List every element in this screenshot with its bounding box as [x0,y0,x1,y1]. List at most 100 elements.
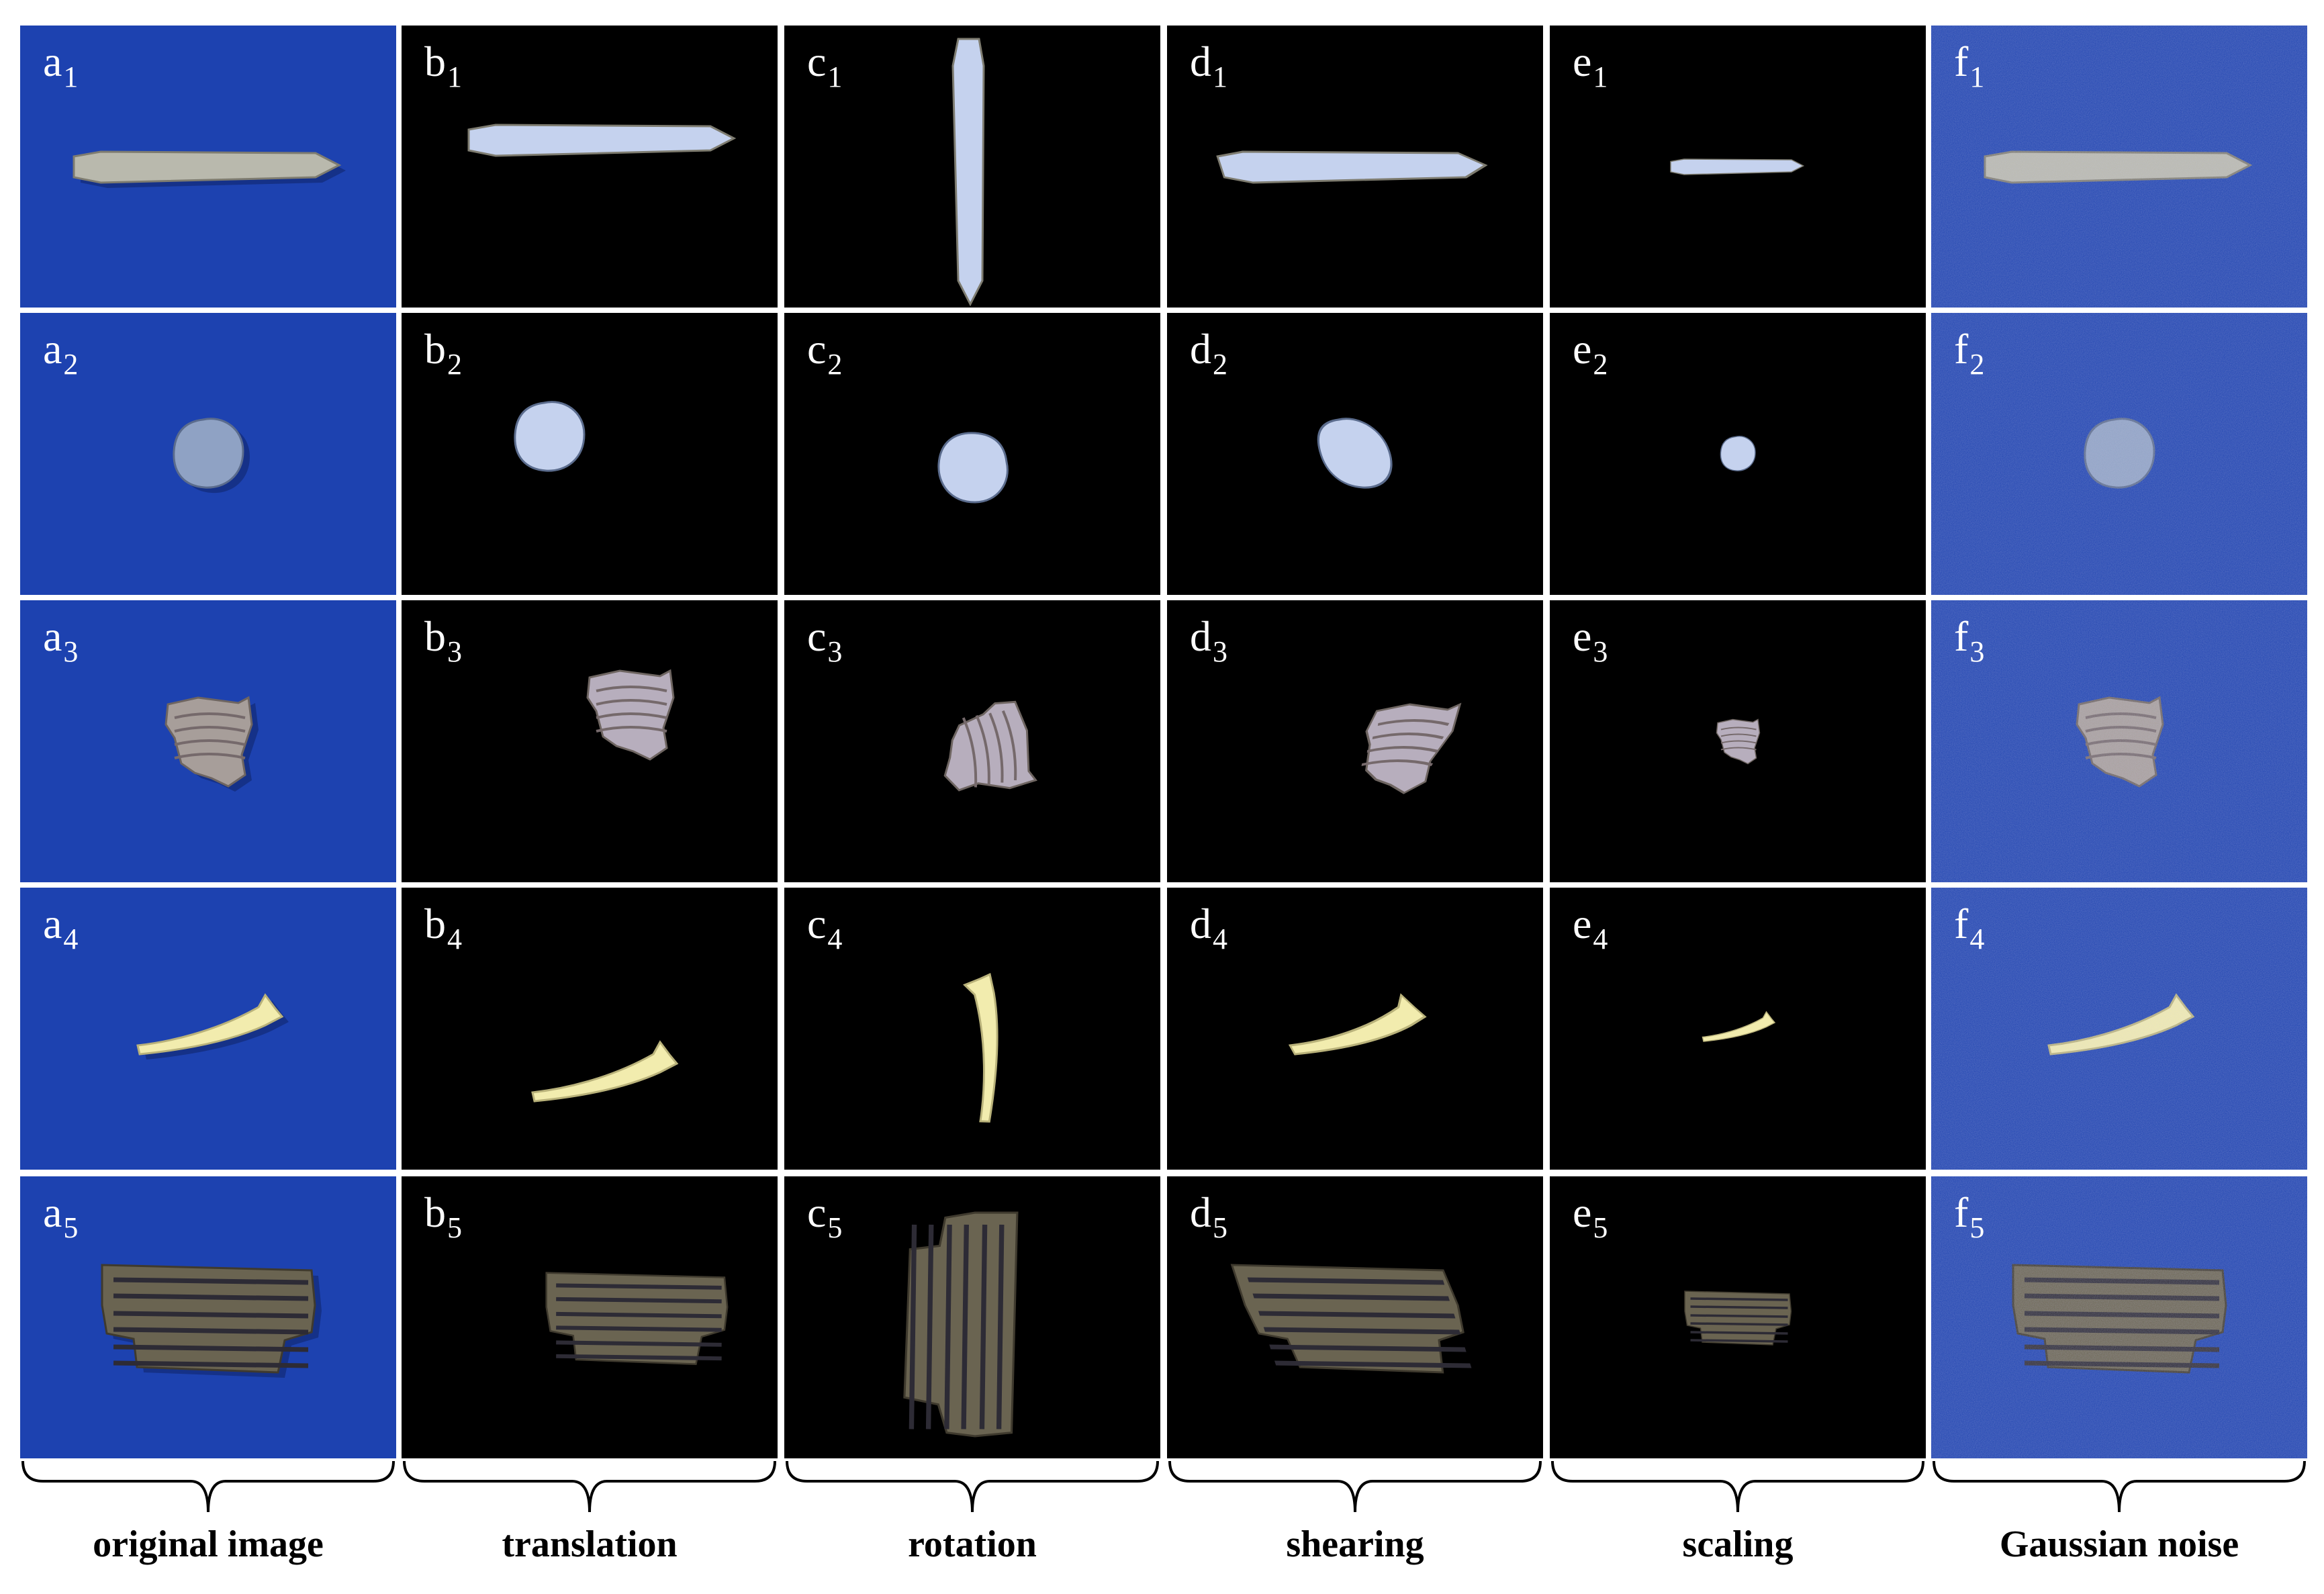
specimen-elongated-fragment [467,124,737,157]
tile-label-letter: c [807,325,827,373]
tile-label-letter: d [1190,1188,1211,1236]
image-tile-b1: b1 [402,26,778,308]
image-tile-b4: b4 [402,888,778,1170]
specimen-round-pellet [1720,436,1756,471]
tile-label-letter: a [43,1188,62,1236]
tile-label-index: 5 [1593,1211,1608,1244]
tile-label: d3 [1190,615,1227,667]
tile-label-letter: b [424,900,446,947]
tile-label: e2 [1573,325,1608,379]
tile-label-letter: f [1954,900,1969,947]
specimen-round-pellet [173,418,250,494]
tile-label-index: 2 [447,348,462,381]
tile-label-index: 5 [447,1211,462,1244]
image-tile-f4: f4 [1931,888,2307,1170]
tile-label: a5 [43,1188,78,1243]
specimen-elongated-fragment [1670,158,1805,175]
tile-label-index: 5 [1213,1211,1227,1244]
specimen-image [1288,993,1427,1056]
image-tile-b5: b5 [402,1176,778,1458]
tile-label-letter: e [1573,325,1592,373]
tile-label: b1 [424,38,462,92]
tile-label: c3 [807,612,842,667]
specimen-curved-fragment [962,972,998,1123]
image-tile-f1: f1 [1931,26,2307,308]
specimen-ridged-fragment [586,669,675,761]
tile-label-letter: b [424,325,446,373]
tile-label-index: 1 [447,60,462,93]
tile-label-index: 1 [1213,60,1227,93]
specimen-image [1702,1011,1776,1042]
specimen-segmented-fragment [1684,1291,1792,1346]
specimen-ridged-fragment [1716,718,1761,765]
tile-label: b3 [424,612,462,667]
image-tile-e3: e3 [1550,600,1926,882]
tile-label: c2 [807,325,842,379]
tile-label: e1 [1573,38,1608,92]
specimen-ridged-fragment [165,696,259,792]
specimen-ridged-fragment [943,700,1037,792]
specimen-image [943,700,1037,792]
tile-label-letter: b [424,38,446,85]
specimen-segmented-fragment [903,1211,1019,1438]
image-tile-a5: a5 [20,1176,396,1458]
specimen-image [1931,600,2307,882]
tile-label-index: 1 [827,60,843,93]
image-tile-d3: d3 [1167,600,1543,882]
specimen-elongated-fragment [1216,150,1488,184]
specimen-image [531,1040,679,1103]
tile-label-index: 3 [447,635,462,668]
specimen-image [1230,1264,1472,1374]
tile-label-letter: b [424,1188,446,1236]
column-brace [1551,1460,1924,1513]
specimen-round-pellet [937,432,1009,504]
tile-label-index: 5 [827,1211,843,1244]
specimen-image [962,972,998,1123]
tile-label-letter: b [424,612,446,660]
image-tile-b2: b2 [402,313,778,595]
tile-label-letter: e [1573,38,1592,85]
image-tile-c4: c4 [784,888,1160,1170]
tile-label-index: 4 [63,923,79,955]
tile-label-letter: e [1573,1188,1592,1236]
tile-label-index: 1 [63,60,79,93]
specimen-ridged-fragment [1361,702,1462,794]
tile-label-letter: e [1573,900,1592,947]
tile-label-index: 4 [1969,923,1985,955]
tile-label-letter: d [1190,900,1211,947]
image-tile-e1: e1 [1550,26,1926,308]
tile-label: a1 [43,40,78,92]
column-caption-scaling: scaling [1682,1523,1794,1565]
column-brace [21,1460,395,1513]
tile-label-letter: c [807,1188,827,1236]
tile-label-letter: d [1190,38,1211,85]
tile-label-letter: f [1954,1188,1969,1236]
tile-label-index: 2 [1213,348,1227,381]
image-tile-f5: f5 [1931,1176,2307,1458]
tile-label-letter: a [43,612,62,660]
specimen-image [1317,418,1393,489]
tile-label-index: 3 [1593,635,1608,668]
specimen-image [1684,1291,1792,1346]
tile-label-index: 1 [1593,60,1608,93]
specimen-image [467,124,737,157]
column-caption-noise: Gaussian noise [1999,1523,2239,1565]
image-tile-a4: a4 [20,888,396,1170]
image-tile-d5: d5 [1167,1176,1543,1458]
image-tile-d2: d2 [1167,313,1543,595]
image-tile-f2: f2 [1931,313,2307,595]
tile-label-index: 2 [827,348,843,381]
tile-label: e3 [1573,615,1608,667]
tile-label-letter: a [43,325,62,373]
tile-label: f1 [1954,40,1984,92]
specimen-image [1931,888,2307,1170]
tile-label: e5 [1573,1188,1608,1243]
column-brace [1933,1460,2306,1513]
tile-label-letter: c [807,612,827,660]
specimen-round-pellet [1317,418,1393,489]
tile-label-index: 3 [1213,635,1227,668]
specimen-curved-fragment [531,1040,679,1103]
specimen-image [903,1211,1019,1438]
image-tile-a3: a3 [20,600,396,882]
